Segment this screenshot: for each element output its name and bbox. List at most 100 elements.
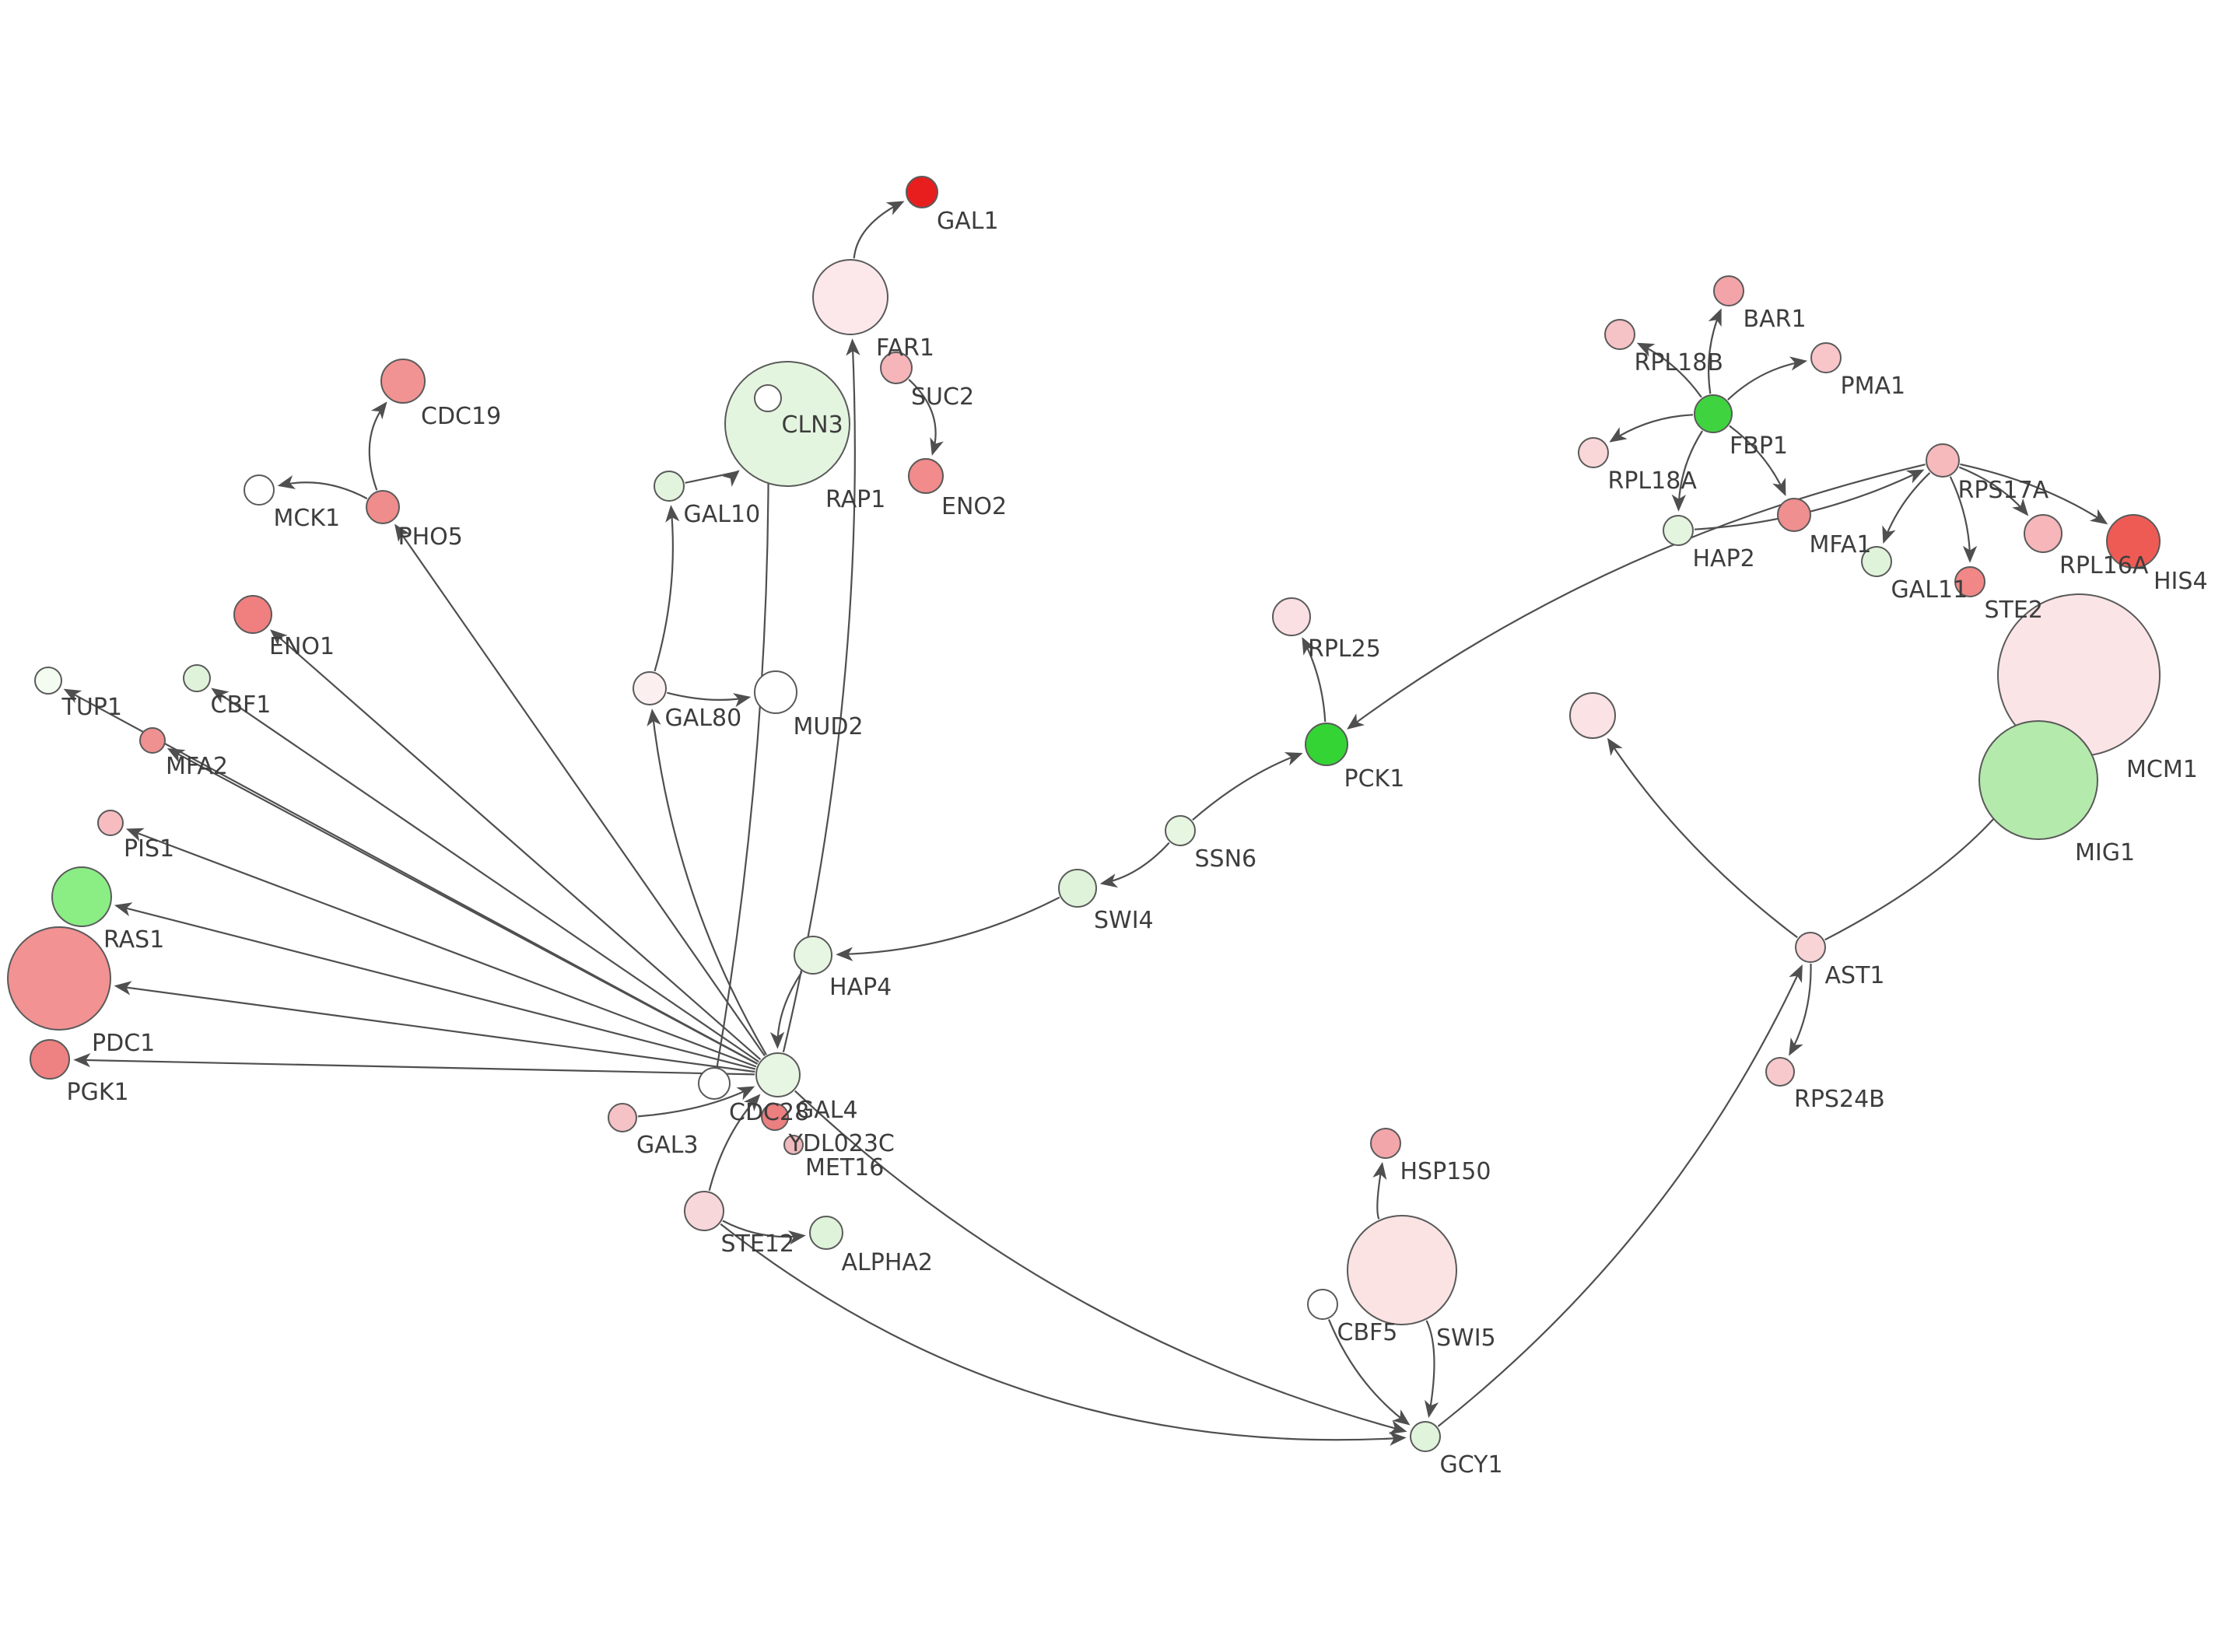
node-hsp150[interactable] bbox=[1370, 1128, 1401, 1159]
node-swi4[interactable] bbox=[1058, 869, 1097, 908]
edge-cdc28-cln3[interactable] bbox=[716, 415, 776, 1067]
node-hap4[interactable] bbox=[794, 936, 832, 975]
edge-gal4-eno1[interactable] bbox=[270, 629, 762, 1061]
node-pho5[interactable] bbox=[366, 490, 400, 524]
node-gal1[interactable] bbox=[906, 176, 938, 208]
node-rpl16a[interactable] bbox=[2024, 514, 2063, 553]
node-alpha2[interactable] bbox=[809, 1216, 843, 1250]
node-his4[interactable] bbox=[2106, 514, 2161, 569]
node-cdc28[interactable] bbox=[698, 1067, 731, 1100]
node-fbp1[interactable] bbox=[1694, 394, 1733, 433]
edge-gal4-gcy1[interactable] bbox=[794, 1090, 1407, 1434]
edge-ssn6-pck1[interactable] bbox=[1192, 752, 1303, 821]
edge-swi5-gcy1[interactable] bbox=[1425, 1320, 1439, 1419]
node-cbf5[interactable] bbox=[1307, 1289, 1338, 1320]
edge-gal80-mud2[interactable] bbox=[667, 691, 752, 708]
node-ydl023c[interactable] bbox=[761, 1103, 789, 1131]
edge-gal4-gal80[interactable] bbox=[647, 709, 767, 1055]
node-gal10[interactable] bbox=[654, 471, 685, 502]
node-mck1[interactable] bbox=[244, 474, 275, 506]
edge-swi4-hap4[interactable] bbox=[836, 896, 1060, 961]
node-rpl25[interactable] bbox=[1272, 597, 1311, 636]
edge-fbp1-rpl18b[interactable] bbox=[1636, 342, 1702, 398]
edge-swi5-hsp150[interactable] bbox=[1372, 1161, 1387, 1220]
edge-cbf5-gcy1[interactable] bbox=[1327, 1318, 1411, 1426]
edge-pho5-cdc19[interactable] bbox=[368, 401, 387, 491]
edge-suc2-eno2[interactable] bbox=[908, 379, 944, 456]
node-cbf1[interactable] bbox=[183, 664, 211, 692]
edge-pck1-rpl25[interactable] bbox=[1302, 636, 1327, 723]
edge-ste12-gal4[interactable] bbox=[708, 1094, 761, 1192]
node-eno1[interactable] bbox=[233, 595, 272, 634]
edge-gal4-pis1[interactable] bbox=[125, 828, 757, 1068]
node-suc2[interactable] bbox=[880, 352, 913, 384]
node-eno2[interactable] bbox=[908, 458, 944, 494]
edge-fbp1-mfa1[interactable] bbox=[1729, 425, 1786, 497]
node-hap2[interactable] bbox=[1663, 515, 1694, 546]
edge-gal10-rap1[interactable] bbox=[685, 470, 740, 487]
node-gcy1[interactable] bbox=[1410, 1421, 1441, 1452]
edge-rps17a-ste2[interactable] bbox=[1949, 476, 1978, 563]
edge-pho5-mck1[interactable] bbox=[277, 474, 368, 500]
node-gal4[interactable] bbox=[755, 1052, 801, 1097]
edge-gal4-pdc1[interactable] bbox=[114, 981, 755, 1073]
edge-ste12-gcy1[interactable] bbox=[720, 1223, 1407, 1446]
edge-ast1-n1[interactable] bbox=[1607, 737, 1798, 939]
node-rpl18a[interactable] bbox=[1578, 437, 1609, 468]
edge-ssn6-swi4[interactable] bbox=[1099, 842, 1170, 888]
node-ras1[interactable] bbox=[51, 866, 112, 927]
node-gal3[interactable] bbox=[608, 1103, 637, 1132]
edge-gal4-mfa2[interactable] bbox=[166, 748, 759, 1065]
node-mud2[interactable] bbox=[754, 670, 797, 714]
edge-hap2-rps17a[interactable] bbox=[1694, 469, 1925, 530]
node-rps17a[interactable] bbox=[1926, 443, 1960, 478]
edge-gcy1-ast1[interactable] bbox=[1437, 964, 1803, 1427]
node-ssn6[interactable] bbox=[1165, 815, 1196, 846]
edge-gal4-cbf1[interactable] bbox=[211, 688, 759, 1063]
edge-rps17a-pck1[interactable] bbox=[1346, 464, 1926, 730]
node-tup1[interactable] bbox=[34, 667, 62, 695]
node-pdc1[interactable] bbox=[7, 926, 111, 1031]
node-ast1[interactable] bbox=[1795, 932, 1826, 963]
edge-gal4-ras1[interactable] bbox=[114, 902, 756, 1070]
edge-fbp1-hap2[interactable] bbox=[1671, 430, 1704, 512]
node-pgk1[interactable] bbox=[30, 1039, 70, 1080]
node-cdc19[interactable] bbox=[380, 359, 426, 404]
node-rps24b[interactable] bbox=[1765, 1057, 1795, 1087]
node-far1[interactable] bbox=[812, 259, 888, 335]
edge-fbp1-pma1[interactable] bbox=[1727, 356, 1808, 401]
edge-rps17a-gal11[interactable] bbox=[1882, 472, 1931, 544]
edge-rps17a-rpl16a[interactable] bbox=[1958, 466, 2029, 516]
node-pis1[interactable] bbox=[97, 810, 124, 836]
node-gal80[interactable] bbox=[633, 671, 667, 705]
edge-gal4-pho5[interactable] bbox=[394, 523, 766, 1057]
node-mfa2[interactable] bbox=[139, 727, 166, 754]
node-label-ssn6: SSN6 bbox=[1195, 845, 1257, 873]
edge-gal4-pgk1[interactable] bbox=[73, 1052, 755, 1076]
edge-gal80-gal10[interactable] bbox=[654, 505, 680, 672]
node-ste12[interactable] bbox=[684, 1191, 724, 1231]
node-mfa1[interactable] bbox=[1777, 498, 1811, 532]
edge-gal3-gal4[interactable] bbox=[637, 1086, 755, 1118]
node-met16[interactable] bbox=[783, 1135, 804, 1155]
edge-fbp1-rpl18a[interactable] bbox=[1609, 414, 1694, 443]
node-mig1[interactable] bbox=[1978, 720, 2098, 840]
edge-ast1-rps24b[interactable] bbox=[1789, 963, 1812, 1056]
node-cln3[interactable] bbox=[754, 384, 782, 412]
node-pck1[interactable] bbox=[1305, 723, 1348, 766]
node-bar1[interactable] bbox=[1713, 275, 1744, 306]
edge-rps17a-his4[interactable] bbox=[1960, 463, 2108, 525]
node-n1[interactable] bbox=[1569, 692, 1616, 739]
edge-fbp1-bar1[interactable] bbox=[1707, 308, 1722, 394]
node-pma1[interactable] bbox=[1810, 342, 1842, 373]
edge-hap4-gal4[interactable] bbox=[769, 971, 803, 1049]
node-label-ras1: RAS1 bbox=[103, 926, 164, 954]
node-swi5[interactable] bbox=[1347, 1215, 1457, 1325]
edge-far1-gal1[interactable] bbox=[853, 201, 905, 259]
node-ste2[interactable] bbox=[1954, 566, 1985, 597]
edge-ste12-alpha2[interactable] bbox=[722, 1220, 806, 1245]
node-rpl18b[interactable] bbox=[1604, 319, 1635, 350]
node-gal11[interactable] bbox=[1861, 546, 1892, 577]
